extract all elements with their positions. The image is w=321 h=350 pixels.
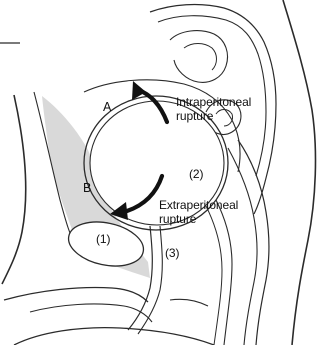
- label-b: B: [83, 182, 91, 195]
- rectum-inner: [228, 148, 257, 345]
- label-region-1: (1): [96, 233, 110, 246]
- abdominal-wall: [2, 95, 26, 284]
- label-extraperitoneal-2: rupture: [159, 213, 196, 226]
- label-extraperitoneal-1: Extraperitoneal: [159, 199, 238, 212]
- label-intraperitoneal-2: rupture: [176, 110, 213, 123]
- perineum-contour-2: [30, 304, 152, 322]
- bowel-loop-upper: [170, 31, 228, 83]
- back-contour: [283, 0, 315, 345]
- bowel-loop-upper-inner: [184, 44, 217, 71]
- label-region-3: (3): [165, 247, 179, 260]
- rectum-outer: [238, 140, 269, 345]
- bowel-loop-small-inner: [216, 110, 233, 127]
- label-region-2: (2): [189, 168, 203, 181]
- label-a: A: [103, 101, 111, 114]
- label-intraperitoneal-1: Intraperitoneal: [176, 96, 251, 109]
- perineum-contour-1: [4, 288, 148, 303]
- vagina-inner: [206, 206, 222, 345]
- perineum-contour-3: [14, 328, 214, 345]
- vagina-outer: [216, 200, 232, 345]
- perineum-contour-4: [170, 299, 208, 306]
